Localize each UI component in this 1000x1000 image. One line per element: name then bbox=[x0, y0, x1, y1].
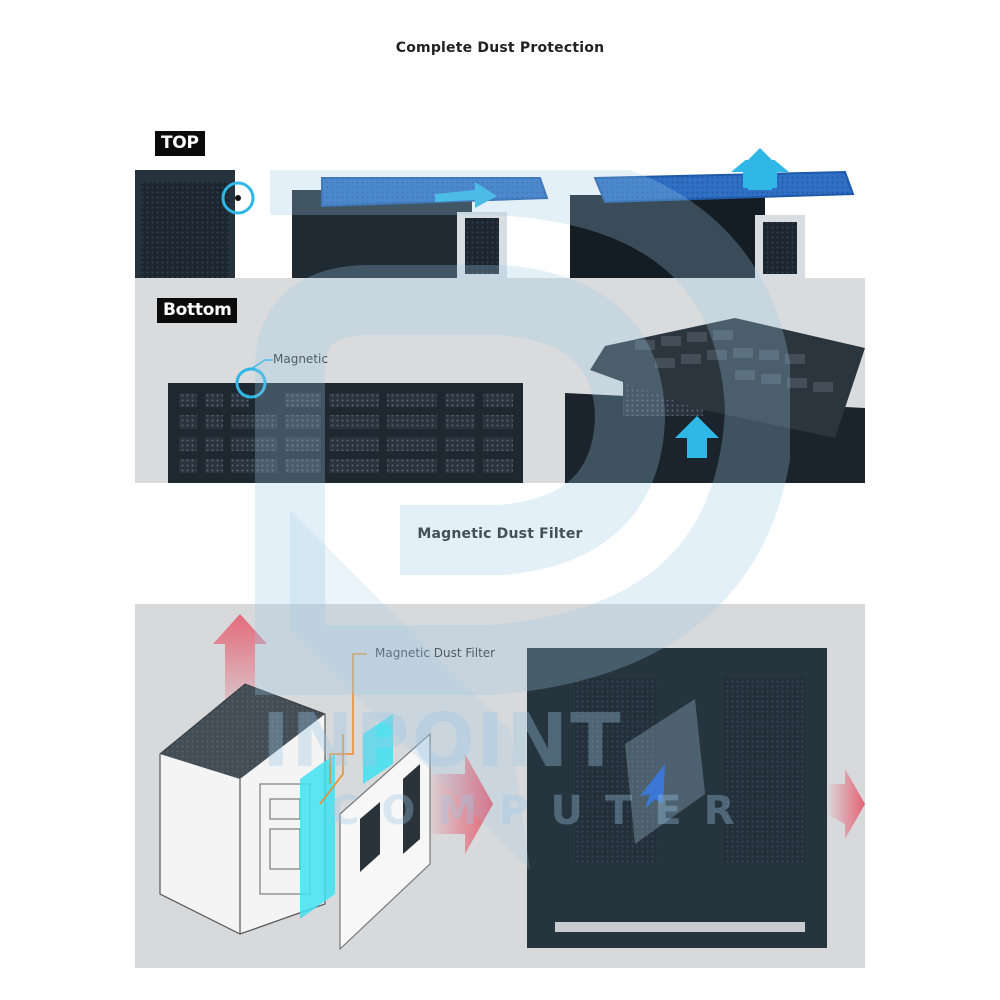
top-filter-illustration bbox=[135, 160, 855, 278]
callout-leader-lines bbox=[329, 653, 367, 784]
case-right bbox=[570, 195, 765, 278]
top-filter-panel bbox=[135, 160, 865, 278]
section-title-magnetic-filter: Magnetic Dust Filter bbox=[417, 526, 583, 542]
magnetic-callout: Magnetic bbox=[273, 352, 328, 366]
up-arrow-icon bbox=[675, 416, 719, 458]
bottom-tag: Bottom bbox=[157, 298, 238, 323]
lift-arrow-top bbox=[736, 148, 784, 190]
airflow-blue-arrow bbox=[640, 764, 665, 809]
top-tag: TOP bbox=[155, 131, 205, 156]
magnetic-filter-illustration bbox=[159, 614, 865, 951]
slide-arrow-icon bbox=[435, 182, 497, 208]
filter-sheet-top bbox=[363, 714, 393, 784]
bottom-dust-filter-lifted bbox=[590, 318, 865, 438]
watermark-brand-line1: INPOINT bbox=[262, 698, 623, 784]
magnetic-filter-panel bbox=[135, 604, 865, 968]
intake-mesh-right bbox=[723, 678, 805, 863]
filter-overlay bbox=[625, 699, 705, 844]
watermark-brand-line2: COMPUTER bbox=[330, 788, 757, 834]
top-dust-filter-sliding bbox=[321, 177, 549, 208]
section-title-dust-protection: Complete Dust Protection bbox=[395, 40, 605, 56]
exhaust-right-arrow bbox=[827, 769, 865, 839]
magnetic-dust-filter-callout: Magnetic Dust Filter bbox=[375, 646, 496, 660]
intake-mesh-left bbox=[575, 678, 657, 863]
magnet-ring-icon bbox=[221, 181, 255, 215]
bottom-filter-panel bbox=[135, 278, 865, 483]
airflow-right-arrow bbox=[425, 754, 493, 854]
bottom-filter-illustration bbox=[168, 318, 865, 483]
